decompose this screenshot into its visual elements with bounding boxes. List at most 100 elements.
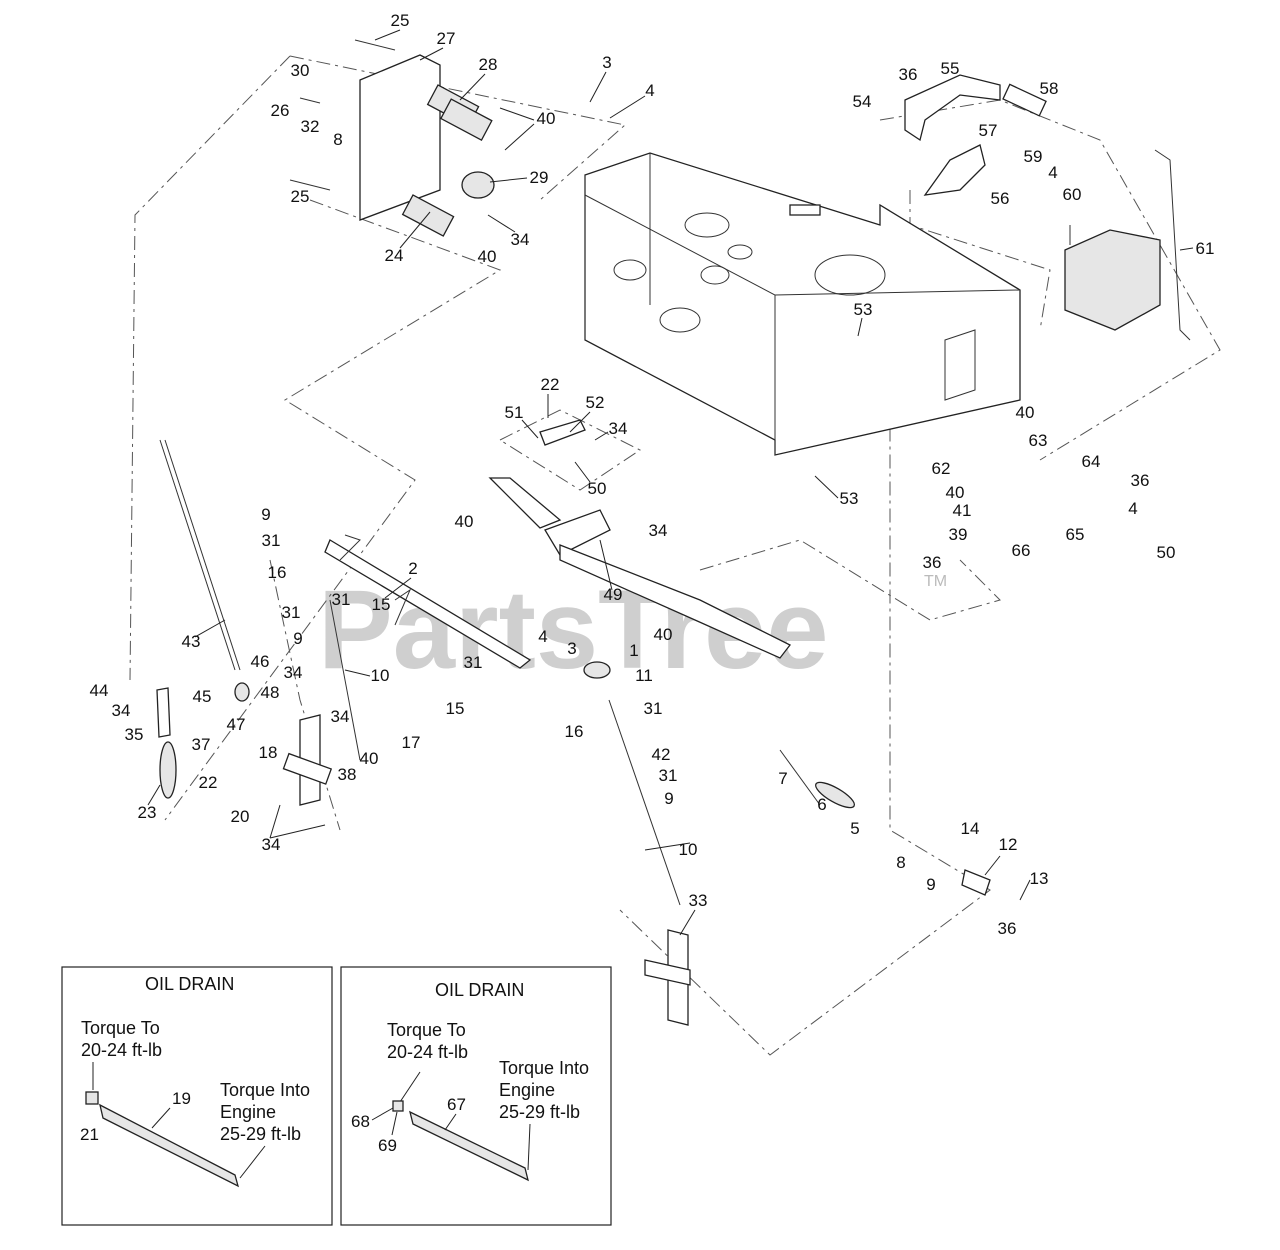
callout-9: 9 [293,629,302,648]
callout-50: 50 [588,479,607,498]
callout-10: 10 [371,666,390,685]
callout-34: 34 [511,230,530,249]
callout-38: 38 [338,765,357,784]
callout-34: 34 [649,521,668,540]
right-assembly [904,74,1191,341]
callout-4: 4 [645,81,654,100]
inset-1-part-21: 21 [80,1125,99,1144]
callout-34: 34 [284,663,303,682]
inset-1-title: OIL DRAIN [145,974,234,994]
oil-drain-inset-1: OIL DRAIN Torque To 20-24 ft-lb Torque I… [61,966,333,1226]
callout-40: 40 [537,109,556,128]
callout-5: 5 [850,819,859,838]
inset-2-engine: Engine [499,1080,555,1100]
callout-40: 40 [1016,403,1035,422]
callout-36: 36 [899,65,918,84]
callout-47: 47 [227,715,246,734]
left-assembly [156,439,361,806]
callout-8: 8 [896,853,905,872]
callout-23: 23 [138,803,157,822]
main-frame [584,152,1021,456]
inset-1-torque-to-value: 20-24 ft-lb [81,1040,162,1060]
callout-10: 10 [679,840,698,859]
inset-2-part-67: 67 [447,1095,466,1114]
callout-58: 58 [1040,79,1059,98]
callout-55: 55 [941,59,960,78]
callout-25: 25 [391,11,410,30]
callout-53: 53 [854,300,873,319]
callout-65: 65 [1066,525,1085,544]
callout-40: 40 [946,483,965,502]
bracket-plate [289,39,495,237]
callout-13: 13 [1030,869,1049,888]
callout-40: 40 [654,625,673,644]
inset-1-torque-into: Torque Into [220,1080,310,1100]
callout-24: 24 [385,246,404,265]
callout-30: 30 [291,61,310,80]
callout-22: 22 [199,773,218,792]
callout-31: 31 [332,590,351,609]
callout-12: 12 [999,835,1018,854]
callout-41: 41 [953,501,972,520]
callout-44: 44 [90,681,109,700]
callout-31: 31 [262,531,281,550]
callout-16: 16 [268,563,287,582]
callout-3: 3 [602,53,611,72]
callout-31: 31 [644,699,663,718]
callout-51: 51 [505,403,524,422]
callout-40: 40 [455,512,474,531]
callout-36: 36 [923,553,942,572]
callout-34: 34 [331,707,350,726]
callout-20: 20 [231,807,250,826]
callout-34: 34 [262,835,281,854]
callout-33: 33 [689,891,708,910]
callout-45: 45 [193,687,212,706]
callout-9: 9 [664,789,673,808]
inset-2-title: OIL DRAIN [435,980,524,1000]
callout-49: 49 [604,585,623,604]
leader-lines [147,29,1194,936]
inset-1-engine: Engine [220,1102,276,1122]
callout-56: 56 [991,189,1010,208]
inset-2-torque-into-value: 25-29 ft-lb [499,1102,580,1122]
callout-34: 34 [112,701,131,720]
callout-31: 31 [282,603,301,622]
callout-4: 4 [1128,499,1137,518]
callout-15: 15 [446,699,465,718]
callout-27: 27 [437,29,456,48]
callout-54: 54 [853,92,872,111]
callout-40: 40 [478,247,497,266]
oil-drain-inset-2: OIL DRAIN Torque To 20-24 ft-lb Torque I… [340,966,612,1226]
callout-2: 2 [408,559,417,578]
callout-50: 50 [1157,543,1176,562]
callout-9: 9 [261,505,270,524]
callout-28: 28 [479,55,498,74]
callout-57: 57 [979,121,998,140]
callout-29: 29 [530,168,549,187]
center-assembly [324,419,991,1026]
callout-17: 17 [402,733,421,752]
callout-37: 37 [192,735,211,754]
callout-16: 16 [565,722,584,741]
inset-2-part-69: 69 [378,1136,397,1155]
inset-2-part-68: 68 [351,1112,370,1131]
callout-4: 4 [538,627,547,646]
callout-18: 18 [259,743,278,762]
callout-6: 6 [817,795,826,814]
callout-53: 53 [840,489,859,508]
callout-22: 22 [541,375,560,394]
callout-4: 4 [1048,163,1057,182]
callout-35: 35 [125,725,144,744]
callout-36: 36 [998,919,1017,938]
callout-15: 15 [372,595,391,614]
callout-25: 25 [291,187,310,206]
callout-64: 64 [1082,452,1101,471]
callout-31: 31 [464,653,483,672]
callout-8: 8 [333,130,342,149]
callout-48: 48 [261,683,280,702]
callout-26: 26 [271,101,290,120]
callout-32: 32 [301,117,320,136]
callout-36: 36 [1131,471,1150,490]
